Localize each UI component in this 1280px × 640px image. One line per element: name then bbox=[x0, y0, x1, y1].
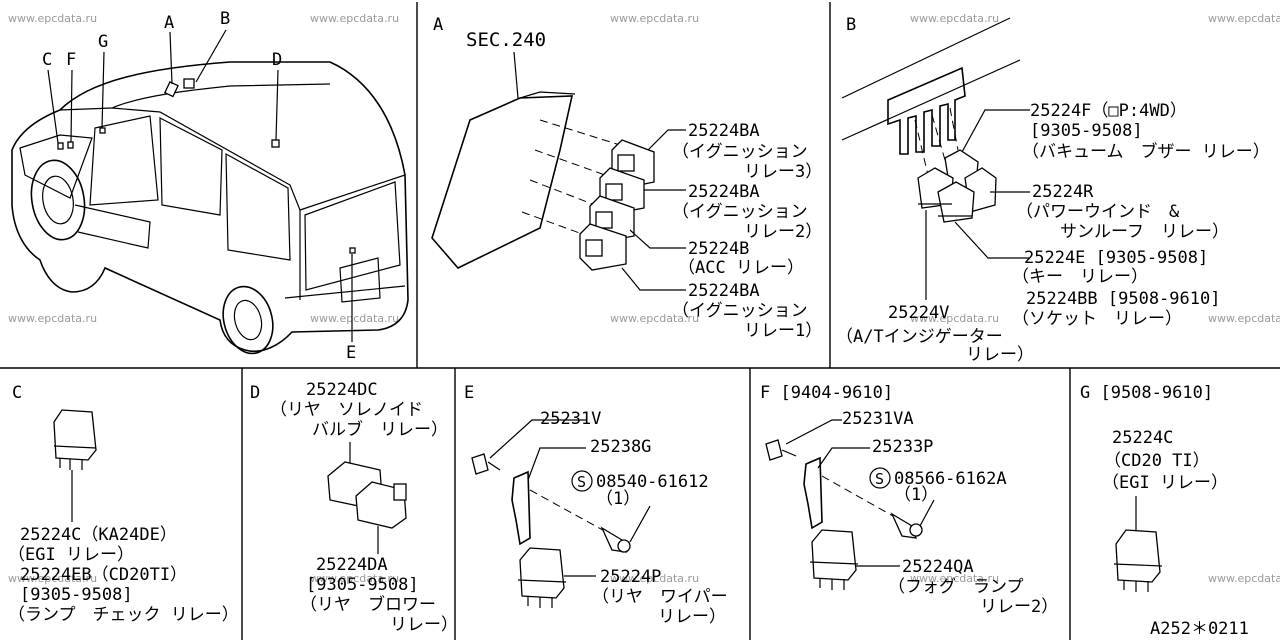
watermark: www.epcdata.ru bbox=[910, 312, 999, 325]
part-number: 25224F（□P:4WD） bbox=[1030, 101, 1187, 121]
panel-b: B 25224F（□P:4WD） [9305-9508] （バキューム ブザー … bbox=[836, 15, 1270, 365]
part-description: （EGI リレー） bbox=[8, 545, 134, 565]
overview-panel: A B C D E F G bbox=[11, 9, 409, 363]
part-description: （リヤ ブロワー bbox=[300, 594, 436, 615]
part-number: 25224BA bbox=[688, 182, 760, 202]
part-number: 08566-6162A bbox=[894, 469, 1007, 489]
part-number: 25231VA bbox=[842, 409, 914, 429]
standard-part-symbol: S bbox=[875, 470, 884, 488]
panel-title: C bbox=[12, 383, 22, 403]
watermark: www.epcdata.ru bbox=[1208, 572, 1280, 585]
panel-title: B bbox=[846, 15, 856, 35]
part-number: 25224QA bbox=[902, 557, 974, 577]
panel-title: F [9404-9610] bbox=[760, 383, 893, 403]
part-number: 25224C（KA24DE） bbox=[20, 525, 177, 545]
part-description: （バキューム ブザー リレー） bbox=[1022, 141, 1270, 162]
part-description: （ランプ チェック リレー） bbox=[8, 605, 239, 625]
overview-letter-d: D bbox=[272, 50, 282, 70]
watermark: www.epcdata.ru bbox=[610, 12, 699, 25]
part-description: （イグニッション bbox=[672, 202, 808, 222]
part-number: 25224B bbox=[688, 239, 749, 259]
part-number: 25224DA bbox=[316, 555, 388, 575]
quantity: （1） bbox=[596, 489, 640, 509]
watermark: www.epcdata.ru bbox=[910, 572, 999, 585]
date-range: [9305-9508] bbox=[1030, 121, 1143, 141]
part-description: （A/Tインジゲーター bbox=[836, 327, 1003, 347]
part-description: （ACC リレー） bbox=[678, 258, 804, 278]
part-number: 08540-61612 bbox=[596, 472, 709, 492]
panel-title: D bbox=[250, 383, 260, 403]
part-number: 25224E [9305-9508] bbox=[1024, 248, 1208, 268]
relay-1 bbox=[579, 223, 627, 271]
part-description: リレー） bbox=[658, 607, 726, 627]
standard-part-symbol: S bbox=[577, 473, 586, 491]
part-description: リレー2） bbox=[980, 597, 1058, 617]
part-description: リレー2） bbox=[744, 222, 822, 242]
watermark: www.epcdata.ru bbox=[8, 572, 97, 585]
watermark: www.epcdata.ru bbox=[8, 12, 97, 25]
panel-title: E bbox=[464, 383, 474, 403]
part-number: 25224BA bbox=[688, 121, 760, 141]
part-number: 25233P bbox=[872, 437, 933, 457]
part-description: （パワーウインド & bbox=[1016, 202, 1180, 222]
part-description: （キー リレー） bbox=[1012, 267, 1148, 287]
watermark: www.epcdata.ru bbox=[8, 312, 97, 325]
part-number: 25238G bbox=[590, 437, 651, 457]
part-description: （CD20 TI） bbox=[1104, 451, 1210, 471]
overview-letter-f: F bbox=[66, 50, 76, 70]
part-description: バルブ リレー） bbox=[312, 419, 448, 440]
part-number: 25224DC bbox=[306, 380, 378, 400]
part-number: 25231V bbox=[540, 409, 601, 429]
date-range: [9305-9508] bbox=[306, 575, 419, 595]
watermark: www.epcdata.ru bbox=[310, 12, 399, 25]
panel-d: D 25224DC （リヤ ソレノイド バルブ リレー） 25224DA [93… bbox=[250, 380, 458, 635]
panel-f: F [9404-9610] S 25231VA 25233P 08566-616… bbox=[760, 383, 1058, 617]
part-description: （イグニッション bbox=[672, 142, 808, 162]
watermark: www.epcdata.ru bbox=[610, 572, 699, 585]
part-number: 25224P bbox=[600, 567, 661, 587]
part-number: 25224EB（CD20TI） bbox=[20, 565, 187, 585]
part-number: 25224C bbox=[1112, 428, 1173, 448]
diagram-code: A252＊0211 bbox=[1150, 619, 1249, 639]
part-number: 25224R bbox=[1032, 182, 1094, 202]
panel-c: C 25224C（KA24DE） （EGI リレー） 25224EB（CD20T… bbox=[8, 383, 239, 625]
part-description: （リヤ ソレノイド bbox=[270, 400, 423, 420]
watermark: www.epcdata.ru bbox=[610, 312, 699, 325]
part-description: リレー3） bbox=[744, 162, 822, 182]
part-description: リレー） bbox=[966, 345, 1034, 365]
overview-letter-a: A bbox=[164, 13, 174, 33]
section-ref: SEC.240 bbox=[466, 29, 546, 51]
watermark: www.epcdata.ru bbox=[910, 12, 999, 25]
part-description: （フォグ ランプ bbox=[888, 577, 1024, 597]
overview-letter-e: E bbox=[346, 343, 356, 363]
watermark: www.epcdata.ru bbox=[1208, 312, 1280, 325]
part-number: 25224BB [9508-9610] bbox=[1026, 289, 1220, 309]
part-number: 25224BA bbox=[688, 281, 760, 301]
part-description: リレー1） bbox=[744, 321, 822, 341]
overview-letter-c: C bbox=[42, 50, 52, 70]
part-description: （イグニッション bbox=[672, 301, 808, 321]
part-description: （ソケット リレー） bbox=[1012, 309, 1182, 329]
part-description: サンルーフ リレー） bbox=[1060, 222, 1229, 242]
date-range: [9305-9508] bbox=[20, 585, 133, 605]
van-illustration bbox=[11, 61, 409, 355]
overview-letter-b: B bbox=[220, 9, 230, 29]
panel-g: G [9508-9610] 25224C （CD20 TI） （EGI リレー） bbox=[1080, 383, 1228, 592]
watermark-layer: www.epcdata.ru www.epcdata.ru www.epcdat… bbox=[8, 12, 1280, 585]
panel-a: A SEC.240 25224B bbox=[431, 15, 822, 341]
part-number: 25224V bbox=[888, 303, 949, 323]
watermark: www.epcdata.ru bbox=[1208, 12, 1280, 25]
watermark: www.epcdata.ru bbox=[310, 312, 399, 325]
part-description: リレー） bbox=[390, 615, 458, 635]
quantity: （1） bbox=[894, 485, 938, 505]
part-description: （EGI リレー） bbox=[1102, 473, 1228, 493]
part-description: （リヤ ワイパー bbox=[592, 587, 728, 607]
panel-e: E S 25231V 25238G 08540-61612 （1） 25224P… bbox=[464, 383, 728, 627]
watermark: www.epcdata.ru bbox=[310, 572, 399, 585]
overview-letter-g: G bbox=[98, 32, 108, 52]
panel-title: A bbox=[433, 15, 443, 35]
panel-title: G [9508-9610] bbox=[1080, 383, 1213, 403]
